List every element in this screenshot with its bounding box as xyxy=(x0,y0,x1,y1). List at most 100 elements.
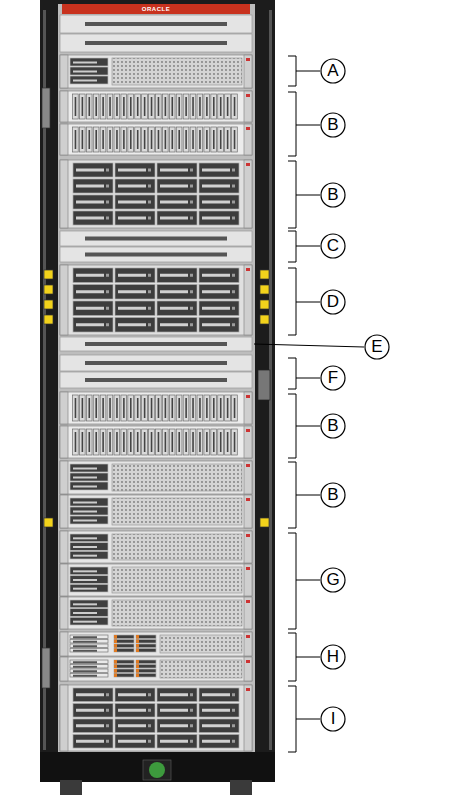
drive-bay xyxy=(114,127,120,152)
drive-handle xyxy=(160,709,188,712)
bracket xyxy=(288,92,296,156)
drive-bay xyxy=(135,429,141,455)
rack-frame xyxy=(40,0,275,782)
drive-bay xyxy=(218,429,224,455)
drive-slot xyxy=(227,432,229,452)
callout-letter: B xyxy=(321,183,345,207)
status-led xyxy=(246,600,250,603)
drive-latch xyxy=(148,274,151,277)
drive-slot xyxy=(88,130,90,149)
drive-bay xyxy=(199,301,239,316)
rack-ear xyxy=(244,461,252,494)
drive-bay xyxy=(86,429,92,455)
drive-handle xyxy=(160,740,188,743)
drive-bay xyxy=(156,94,162,119)
drive-handle xyxy=(118,709,146,712)
drive-slot xyxy=(130,432,132,452)
callout-letter: E xyxy=(365,335,389,359)
vent-grille xyxy=(112,464,242,491)
drive-bay xyxy=(115,719,155,733)
drive-bay xyxy=(115,268,155,283)
drive-latch xyxy=(232,693,235,696)
drive-slot xyxy=(206,398,208,418)
drive-latch xyxy=(106,323,109,326)
drive-bay xyxy=(136,665,156,669)
drive-slot xyxy=(220,398,222,418)
bracket xyxy=(288,161,296,228)
drive-slot xyxy=(123,130,125,149)
drive-slot xyxy=(151,432,153,452)
drive-bay xyxy=(136,660,156,664)
drive-slot xyxy=(185,398,187,418)
drive-handle xyxy=(76,740,104,743)
drive-latch xyxy=(148,201,151,204)
drive-slot xyxy=(227,398,229,418)
warning-sticker xyxy=(260,300,269,309)
callout-letter: B xyxy=(321,483,345,507)
drive-bay xyxy=(115,704,155,718)
vent-slot xyxy=(85,342,227,346)
drive-handle xyxy=(118,307,146,310)
drive-bay xyxy=(157,719,197,733)
rack-ear xyxy=(60,657,68,681)
drive-slot xyxy=(165,130,167,149)
drive-bay xyxy=(73,735,113,749)
vent-grille xyxy=(160,660,242,678)
drive-latch xyxy=(106,185,109,188)
drive-handle xyxy=(160,307,188,310)
drive-slot xyxy=(144,398,146,418)
drive-handle xyxy=(76,217,104,220)
drive-bay xyxy=(156,395,162,421)
drive-slot xyxy=(102,97,104,116)
drive-slot xyxy=(213,97,215,116)
drive-slot xyxy=(109,130,111,149)
drive-bay xyxy=(128,127,134,152)
drive-bay xyxy=(162,429,168,455)
drive-handle xyxy=(118,323,146,326)
drive-bay xyxy=(157,704,197,718)
server-2u xyxy=(60,55,252,88)
drive-slot xyxy=(75,97,77,116)
drive-bay xyxy=(70,635,108,639)
rack-ear xyxy=(244,564,252,596)
rack-ear xyxy=(244,426,252,458)
drive-bay xyxy=(128,429,134,455)
drive-bay xyxy=(100,429,106,455)
drive-bay xyxy=(135,127,141,152)
drive-bay xyxy=(162,94,168,119)
drive-bay xyxy=(70,67,108,75)
drive-slot xyxy=(234,432,236,452)
drive-bay xyxy=(142,395,148,421)
drive-latch xyxy=(232,185,235,188)
callout-circle xyxy=(365,335,389,359)
drive-bay xyxy=(218,127,224,152)
drive-bay xyxy=(115,179,155,193)
drive-bay xyxy=(199,318,239,333)
orange-tab xyxy=(114,665,117,669)
drive-bay xyxy=(70,669,108,673)
orange-tab xyxy=(114,660,117,664)
drive-bay xyxy=(73,94,79,119)
drive-bay xyxy=(136,649,156,653)
vent-grille xyxy=(112,58,242,85)
drive-handle xyxy=(76,201,104,204)
drive-bay xyxy=(73,268,113,283)
drive-handle xyxy=(118,274,146,277)
rack-interior xyxy=(58,4,255,752)
status-led xyxy=(246,534,250,537)
drive-handle xyxy=(160,169,188,172)
orange-tab xyxy=(114,644,117,648)
rack-ear xyxy=(60,495,68,528)
warning-sticker xyxy=(260,518,269,527)
drive-handle xyxy=(73,570,97,572)
drive-bay xyxy=(190,429,196,455)
button-housing xyxy=(143,760,171,780)
callout-circle xyxy=(321,707,345,731)
drive-bay xyxy=(107,395,113,421)
drive-handle xyxy=(76,724,104,727)
drive-slot xyxy=(185,97,187,116)
drive-handle xyxy=(118,740,146,743)
drive-latch xyxy=(232,323,235,326)
rack-ear xyxy=(244,685,252,751)
